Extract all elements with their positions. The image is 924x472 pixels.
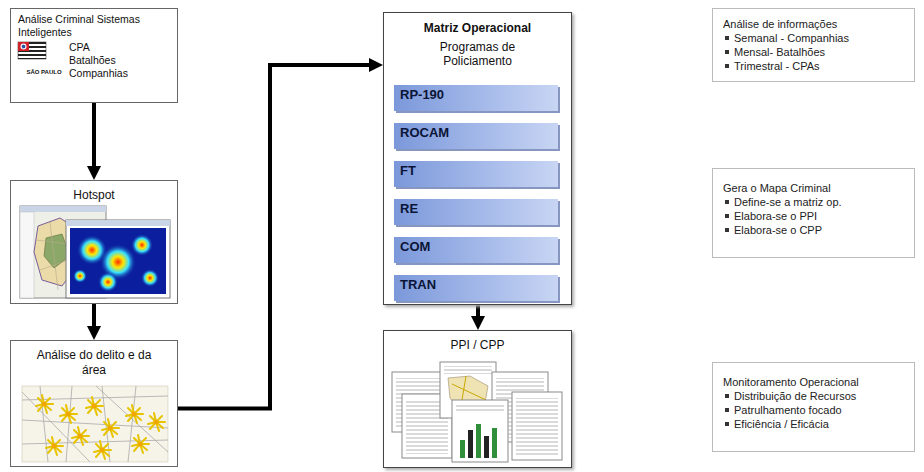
program-label: ROCAM	[394, 123, 558, 143]
info-bullet: Define-se a matriz op.	[723, 195, 904, 209]
operational-matrix-box: Matriz OperacionalProgramas de Policiame…	[383, 12, 572, 305]
box-title: Hotspot	[19, 188, 169, 203]
box-title: PPI / CPP	[393, 338, 563, 353]
box-text: CPA Batalhões Companhias	[69, 41, 131, 80]
hotspot-screenshot	[20, 206, 170, 298]
flow-arrow	[92, 103, 96, 170]
info-bullet: Elabora-se o CPP	[723, 223, 904, 237]
box-text: SÃO PAULO	[17, 69, 71, 76]
program-label: RE	[394, 199, 558, 219]
source-box: Análise Criminal Sistemas InteligentesSÃ…	[10, 8, 178, 103]
program-label: TRAN	[394, 275, 558, 295]
state-emblem	[18, 42, 46, 59]
flow-arrow	[476, 305, 480, 320]
info-box: Monitoramento OperacionalDistribuição de…	[712, 362, 915, 452]
program-label: RP-190	[394, 85, 558, 105]
program-label: FT	[394, 161, 558, 181]
hotspot-box: Hotspot	[10, 180, 178, 304]
flow-arrow	[92, 304, 96, 330]
program-bar: TRAN	[394, 275, 558, 301]
box-title: Análise Criminal Sistemas Inteligentes	[18, 13, 148, 38]
info-bullet: Trimestral - CPAs	[723, 59, 904, 73]
ppi-cpp-box: PPI / CPP	[383, 330, 572, 468]
box-text: Programas de Policiamento	[422, 40, 534, 69]
program-bar: RP-190	[394, 85, 558, 111]
info-bullet: Patrulhamento focado	[723, 403, 904, 417]
info-heading: Análise de informações	[723, 17, 904, 31]
info-bullet: Semanal - Companhias	[723, 31, 904, 45]
crime-area-map	[22, 386, 168, 462]
program-bar: FT	[394, 161, 558, 187]
program-bar: COM	[394, 237, 558, 263]
info-bullet: Mensal- Batalhões	[723, 45, 904, 59]
info-bullet: Eficiência / Eficácia	[723, 417, 904, 431]
flow-arrow	[178, 65, 373, 409]
box-title: Matriz Operacional	[422, 21, 534, 36]
info-heading: Gera o Mapa Criminal	[723, 181, 904, 195]
program-label: COM	[394, 237, 558, 257]
document-stack	[392, 362, 562, 462]
info-bullet: Elabora-se o PPI	[723, 209, 904, 223]
program-bar: RE	[394, 199, 558, 225]
info-heading: Monitoramento Operacional	[723, 375, 904, 389]
box-title: Análise do delito e da área	[34, 348, 154, 377]
info-bullet: Distribuição de Recursos	[723, 389, 904, 403]
info-box: Gera o Mapa CriminalDefine-se a matriz o…	[712, 168, 915, 258]
program-bar: ROCAM	[394, 123, 558, 149]
info-box: Análise de informaçõesSemanal - Companhi…	[712, 8, 915, 82]
analysis-box: Análise do delito e da área	[10, 340, 178, 467]
